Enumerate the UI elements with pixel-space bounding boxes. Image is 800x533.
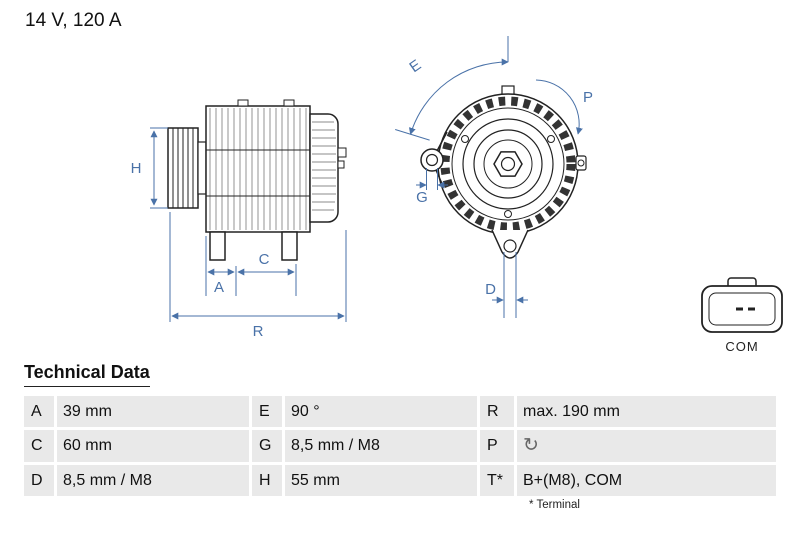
dim-label-e: E xyxy=(406,56,424,76)
technical-data-section: Technical Data A 39 mm E 90 ° R max. 190… xyxy=(24,362,776,511)
dim-label-p: P xyxy=(583,89,593,106)
side-view-dimensions xyxy=(150,127,347,322)
dim-label-h: H xyxy=(131,160,142,177)
table-value-r: max. 190 mm xyxy=(517,396,776,427)
alternator-front-view xyxy=(420,85,587,259)
table-value-a: 39 mm xyxy=(57,396,249,427)
dim-label-a: A xyxy=(214,279,224,296)
product-rating: 14 V, 120 A xyxy=(25,10,122,31)
dim-label-r: R xyxy=(253,323,264,340)
table-key-r: R xyxy=(480,396,514,427)
table-value-t: B+(M8), COM xyxy=(517,465,776,496)
terminal-footnote: * Terminal xyxy=(529,499,580,511)
table-value-p: ↻ xyxy=(517,430,776,462)
rotation-arrow-icon: ↻ xyxy=(523,435,539,456)
table-key-g: G xyxy=(252,430,282,462)
table-key-d: D xyxy=(24,465,54,496)
technical-data-table: A 39 mm E 90 ° R max. 190 mm C 60 mm G 8… xyxy=(24,396,776,496)
table-key-h: H xyxy=(252,465,282,496)
front-view-dimensions xyxy=(395,36,583,318)
table-key-p: P xyxy=(480,430,514,462)
table-value-g: 8,5 mm / M8 xyxy=(285,430,477,462)
dim-label-c: C xyxy=(259,251,270,268)
connector-diagram: COM xyxy=(701,277,783,354)
table-key-a: A xyxy=(24,396,54,427)
dim-label-d: D xyxy=(485,281,496,298)
table-key-c: C xyxy=(24,430,54,462)
technical-drawing: H A C R xyxy=(131,36,783,354)
table-key-t: T* xyxy=(480,465,514,496)
table-value-c: 60 mm xyxy=(57,430,249,462)
table-value-e: 90 ° xyxy=(285,396,477,427)
dim-label-g: G xyxy=(416,189,428,206)
table-value-d: 8,5 mm / M8 xyxy=(57,465,249,496)
alternator-side-view xyxy=(167,99,347,261)
connector-label: COM xyxy=(725,339,758,354)
technical-data-title: Technical Data xyxy=(24,362,150,387)
table-value-h: 55 mm xyxy=(285,465,477,496)
table-key-e: E xyxy=(252,396,282,427)
